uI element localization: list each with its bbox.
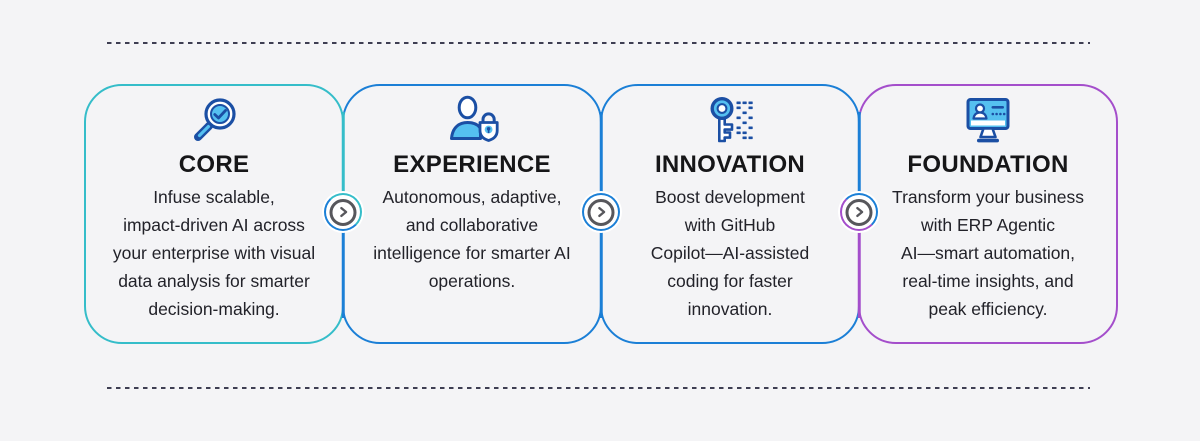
card-description: Autonomous, adaptive, and collaborative … — [373, 187, 571, 291]
connector-arc-bottom — [324, 193, 362, 231]
connector-line-top — [599, 112, 603, 196]
connector-line-bottom — [599, 232, 603, 318]
card-experience: EXPERIENCE Autonomous, adaptive, and col… — [342, 84, 602, 344]
card-foundation: FOUNDATION Transform your business with … — [858, 84, 1118, 344]
card-description: Boost development with GitHub Copilot—AI… — [650, 187, 810, 319]
key-binary-icon — [703, 94, 757, 148]
card-title: FOUNDATION — [907, 151, 1069, 178]
connector-arc-bottom — [840, 193, 878, 231]
chevron-right-icon — [597, 206, 605, 218]
connector-line-bottom — [341, 232, 345, 318]
monitor-id-icon — [961, 94, 1015, 148]
chevron-right-icon — [855, 206, 863, 218]
connector-arc-bottom — [582, 193, 620, 231]
magnifier-check-icon — [187, 94, 241, 148]
connector-line-top — [341, 112, 345, 196]
card-title: CORE — [178, 151, 250, 178]
card-title: INNOVATION — [654, 151, 806, 178]
next-step-circle — [845, 198, 873, 226]
card-innovation: INNOVATION Boost development with GitHub… — [600, 84, 860, 344]
connector-line-top — [857, 112, 861, 196]
dashed-divider-top — [107, 42, 1090, 44]
card-description: Infuse scalable, impact-driven AI across… — [112, 187, 316, 319]
card-core: CORE Infuse scalable, impact-driven AI a… — [84, 84, 344, 344]
card-title: EXPERIENCE — [393, 151, 551, 178]
user-lock-icon — [445, 94, 499, 148]
next-step-circle — [329, 198, 357, 226]
next-step-circle — [587, 198, 615, 226]
chevron-right-icon — [339, 206, 347, 218]
card-description: Transform your business with ERP Agentic… — [892, 187, 1084, 319]
dashed-divider-bottom — [107, 387, 1090, 389]
connector-line-bottom — [857, 232, 861, 318]
